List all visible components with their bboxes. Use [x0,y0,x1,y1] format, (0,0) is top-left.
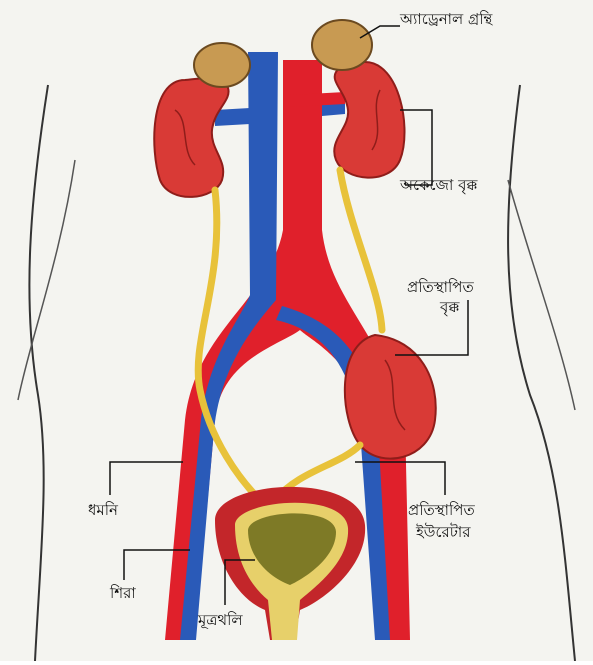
label-defunct-kidney: অকেজো বৃক্ক [399,176,478,195]
label-adrenal: অ্যাড্রেনাল গ্রন্থি [399,10,493,28]
adrenal-gland-left [194,43,250,87]
label-bladder: মূত্রথলি [197,611,243,630]
label-transplant-kidney-line1: প্রতিস্থাপিত [407,278,474,296]
label-vein: শিরা [109,584,136,602]
label-transplant-kidney-line2: বৃক্ক [439,298,460,317]
label-artery: ধমনি [88,501,119,519]
label-transplant-ureter-line1: প্রতিস্থাপিত [408,501,475,519]
label-transplant-ureter-line2: ইউরেটার [415,523,471,541]
adrenal-gland-right [312,20,372,70]
